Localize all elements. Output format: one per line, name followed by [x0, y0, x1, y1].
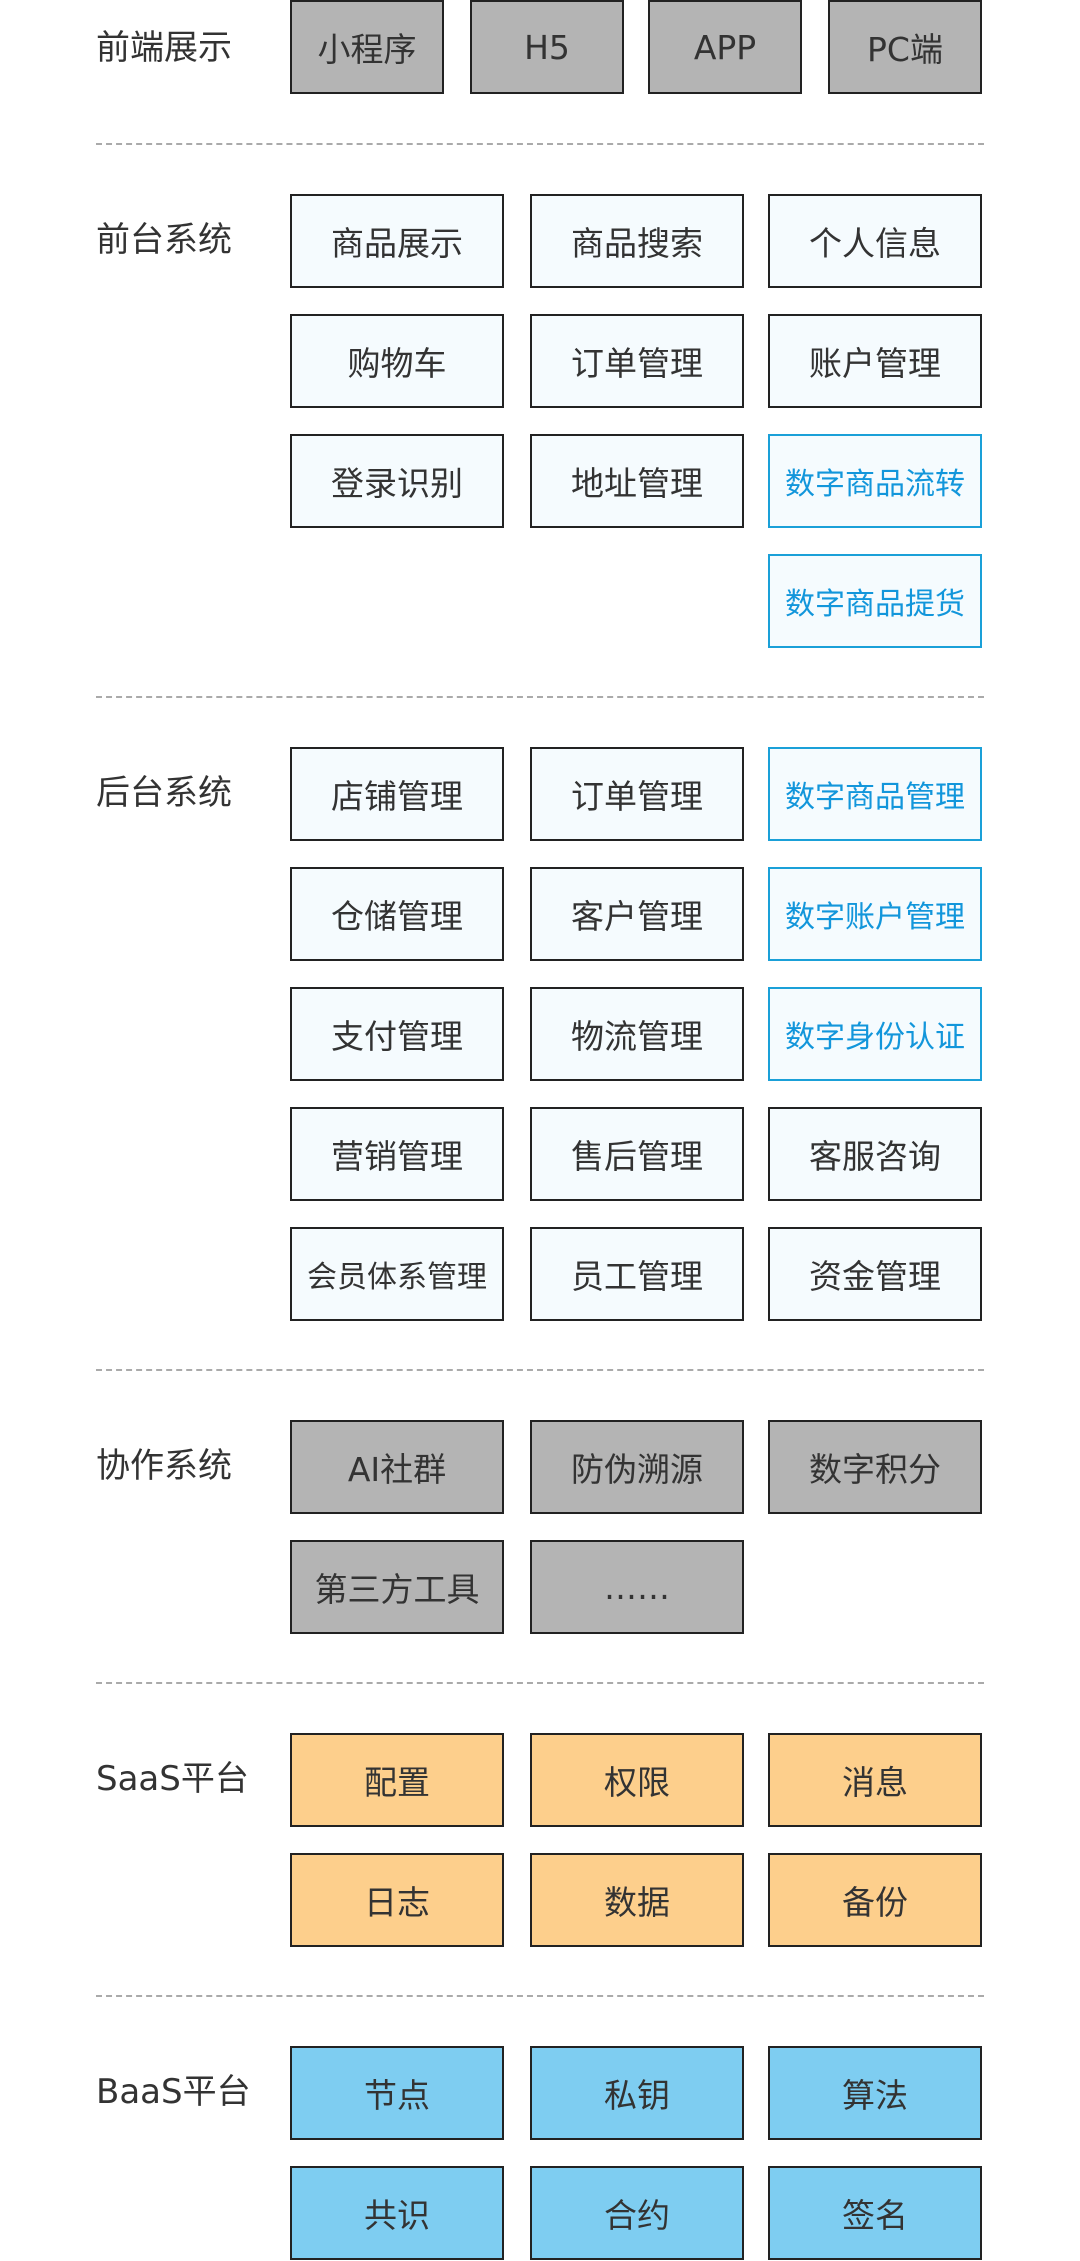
- saas-backup[interactable]: 备份: [768, 1853, 982, 1947]
- front-digital-goods-pickup[interactable]: 数字商品提货: [768, 554, 982, 648]
- baas-consensus[interactable]: 共识: [290, 2166, 504, 2260]
- section-label-frontend: 前端展示: [96, 28, 232, 68]
- frontend-h5[interactable]: H5: [470, 0, 624, 94]
- frontend-pc[interactable]: PC端: [828, 0, 982, 94]
- back-fund-management[interactable]: 资金管理: [768, 1227, 982, 1321]
- frontend-app[interactable]: APP: [648, 0, 802, 94]
- section-divider: [96, 1995, 984, 1997]
- back-payment-management[interactable]: 支付管理: [290, 987, 504, 1081]
- collab-digital-points[interactable]: 数字积分: [768, 1420, 982, 1514]
- front-product-search[interactable]: 商品搜索: [530, 194, 744, 288]
- back-customer-management[interactable]: 客户管理: [530, 867, 744, 961]
- section-label-baas: BaaS平台: [96, 2072, 251, 2112]
- section-divider: [96, 696, 984, 698]
- back-digital-goods-management[interactable]: 数字商品管理: [768, 747, 982, 841]
- section-label-collab-system: 协作系统: [96, 1446, 232, 1486]
- saas-message[interactable]: 消息: [768, 1733, 982, 1827]
- front-product-display[interactable]: 商品展示: [290, 194, 504, 288]
- saas-permission[interactable]: 权限: [530, 1733, 744, 1827]
- front-login-recognition[interactable]: 登录识别: [290, 434, 504, 528]
- saas-data[interactable]: 数据: [530, 1853, 744, 1947]
- front-digital-goods-transfer[interactable]: 数字商品流转: [768, 434, 982, 528]
- front-address-management[interactable]: 地址管理: [530, 434, 744, 528]
- back-digital-account-management[interactable]: 数字账户管理: [768, 867, 982, 961]
- back-marketing-management[interactable]: 营销管理: [290, 1107, 504, 1201]
- section-label-back-system: 后台系统: [96, 773, 232, 813]
- saas-config[interactable]: 配置: [290, 1733, 504, 1827]
- section-divider: [96, 1682, 984, 1684]
- baas-private-key[interactable]: 私钥: [530, 2046, 744, 2140]
- back-staff-management[interactable]: 员工管理: [530, 1227, 744, 1321]
- baas-node[interactable]: 节点: [290, 2046, 504, 2140]
- collab-anti-counterfeit[interactable]: 防伪溯源: [530, 1420, 744, 1514]
- back-membership-management[interactable]: 会员体系管理: [290, 1227, 504, 1321]
- baas-signature[interactable]: 签名: [768, 2166, 982, 2260]
- frontend-miniprogram[interactable]: 小程序: [290, 0, 444, 94]
- section-divider: [96, 1369, 984, 1371]
- collab-more[interactable]: ……: [530, 1540, 744, 1634]
- collab-ai-community[interactable]: AI社群: [290, 1420, 504, 1514]
- front-order-management[interactable]: 订单管理: [530, 314, 744, 408]
- section-label-saas: SaaS平台: [96, 1759, 249, 1799]
- baas-contract[interactable]: 合约: [530, 2166, 744, 2260]
- front-account-management[interactable]: 账户管理: [768, 314, 982, 408]
- baas-algorithm[interactable]: 算法: [768, 2046, 982, 2140]
- back-customer-service[interactable]: 客服咨询: [768, 1107, 982, 1201]
- saas-log[interactable]: 日志: [290, 1853, 504, 1947]
- section-label-front-system: 前台系统: [96, 220, 232, 260]
- section-divider: [96, 143, 984, 145]
- back-aftersales-management[interactable]: 售后管理: [530, 1107, 744, 1201]
- front-personal-info[interactable]: 个人信息: [768, 194, 982, 288]
- back-shop-management[interactable]: 店铺管理: [290, 747, 504, 841]
- back-logistics-management[interactable]: 物流管理: [530, 987, 744, 1081]
- back-order-management[interactable]: 订单管理: [530, 747, 744, 841]
- back-warehouse-management[interactable]: 仓储管理: [290, 867, 504, 961]
- back-digital-identity-auth[interactable]: 数字身份认证: [768, 987, 982, 1081]
- collab-third-party-tools[interactable]: 第三方工具: [290, 1540, 504, 1634]
- front-shopping-cart[interactable]: 购物车: [290, 314, 504, 408]
